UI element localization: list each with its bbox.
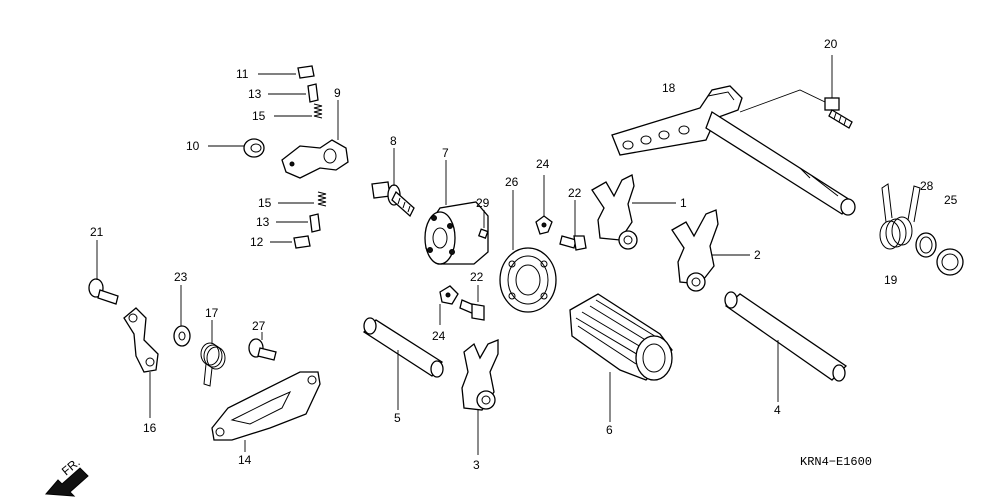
spring-15-lower[interactable] [278, 191, 327, 207]
callout-23: 23 [174, 270, 188, 284]
callout-2: 2 [754, 248, 761, 262]
callout-22-lower: 22 [470, 270, 484, 284]
callout-18: 18 [662, 81, 676, 95]
callout-26: 26 [505, 175, 519, 189]
callout-28: 28 [920, 179, 934, 193]
callout-16: 16 [143, 421, 157, 435]
callout-15-upper: 15 [252, 109, 266, 123]
callout-4: 4 [774, 403, 781, 417]
fork-shaft-5[interactable] [362, 317, 444, 410]
callout-19: 19 [884, 273, 898, 287]
callout-12: 12 [250, 235, 264, 249]
callout-10: 10 [186, 139, 200, 153]
callout-1: 1 [680, 196, 687, 210]
callout-6: 6 [606, 423, 613, 437]
pawl-24-upper[interactable] [535, 175, 553, 235]
diagram-code: KRN4−E1600 [800, 455, 872, 469]
bolt-22-lower[interactable] [459, 285, 485, 321]
plunger-13-lower[interactable] [276, 213, 321, 233]
collar-10[interactable] [208, 138, 265, 158]
stopper-arm-9[interactable] [281, 100, 349, 179]
stopper-plate-16[interactable] [123, 307, 159, 418]
collar-28[interactable] [915, 232, 937, 258]
shift-fork-1[interactable] [591, 174, 676, 250]
callout-21: 21 [90, 225, 104, 239]
callout-24-lower: 24 [432, 329, 446, 343]
gearshift-drum[interactable] [569, 293, 673, 422]
callout-22-upper: 22 [568, 186, 582, 200]
shift-fork-2[interactable] [671, 209, 750, 292]
callout-7: 7 [442, 146, 449, 160]
callout-17: 17 [205, 306, 219, 320]
bolt-21[interactable] [88, 240, 119, 305]
drum-cam-7[interactable] [424, 160, 489, 265]
callout-13-upper: 13 [248, 87, 262, 101]
callout-8: 8 [390, 134, 397, 148]
callout-29: 29 [476, 196, 490, 210]
plate-14[interactable] [211, 371, 321, 452]
callout-27: 27 [252, 319, 266, 333]
spring-15-upper[interactable] [274, 103, 323, 119]
oil-seal-25[interactable] [936, 248, 964, 276]
plunger-13-upper[interactable] [268, 83, 319, 103]
pin-29[interactable] [477, 210, 489, 239]
return-spring[interactable] [879, 183, 921, 250]
bolt-20[interactable] [739, 55, 853, 129]
fork-shaft-4[interactable] [724, 291, 848, 402]
shift-fork-3[interactable] [461, 339, 499, 455]
callout-25: 25 [944, 193, 958, 207]
callout-9: 9 [334, 86, 341, 100]
front-direction-arrow-icon [44, 467, 89, 497]
cap-11[interactable] [258, 65, 315, 79]
bolt-22-upper[interactable] [559, 200, 587, 251]
callout-11: 11 [236, 67, 249, 81]
callout-14: 14 [238, 453, 252, 467]
spring-17[interactable] [200, 320, 226, 387]
bolt-27[interactable] [248, 332, 277, 361]
gearshift-spindle[interactable] [611, 85, 856, 216]
cap-12[interactable] [270, 235, 311, 249]
callout-15-lower: 15 [258, 196, 272, 210]
callout-24-upper: 24 [536, 157, 550, 171]
callout-3: 3 [473, 458, 480, 472]
pawl-24-lower[interactable] [439, 285, 459, 325]
center-bolt-8[interactable] [371, 148, 415, 218]
callout-5: 5 [394, 411, 401, 425]
washer-23[interactable] [173, 285, 191, 347]
bearing-26[interactable] [499, 190, 557, 313]
callout-13-lower: 13 [256, 215, 270, 229]
callout-20: 20 [824, 37, 838, 51]
